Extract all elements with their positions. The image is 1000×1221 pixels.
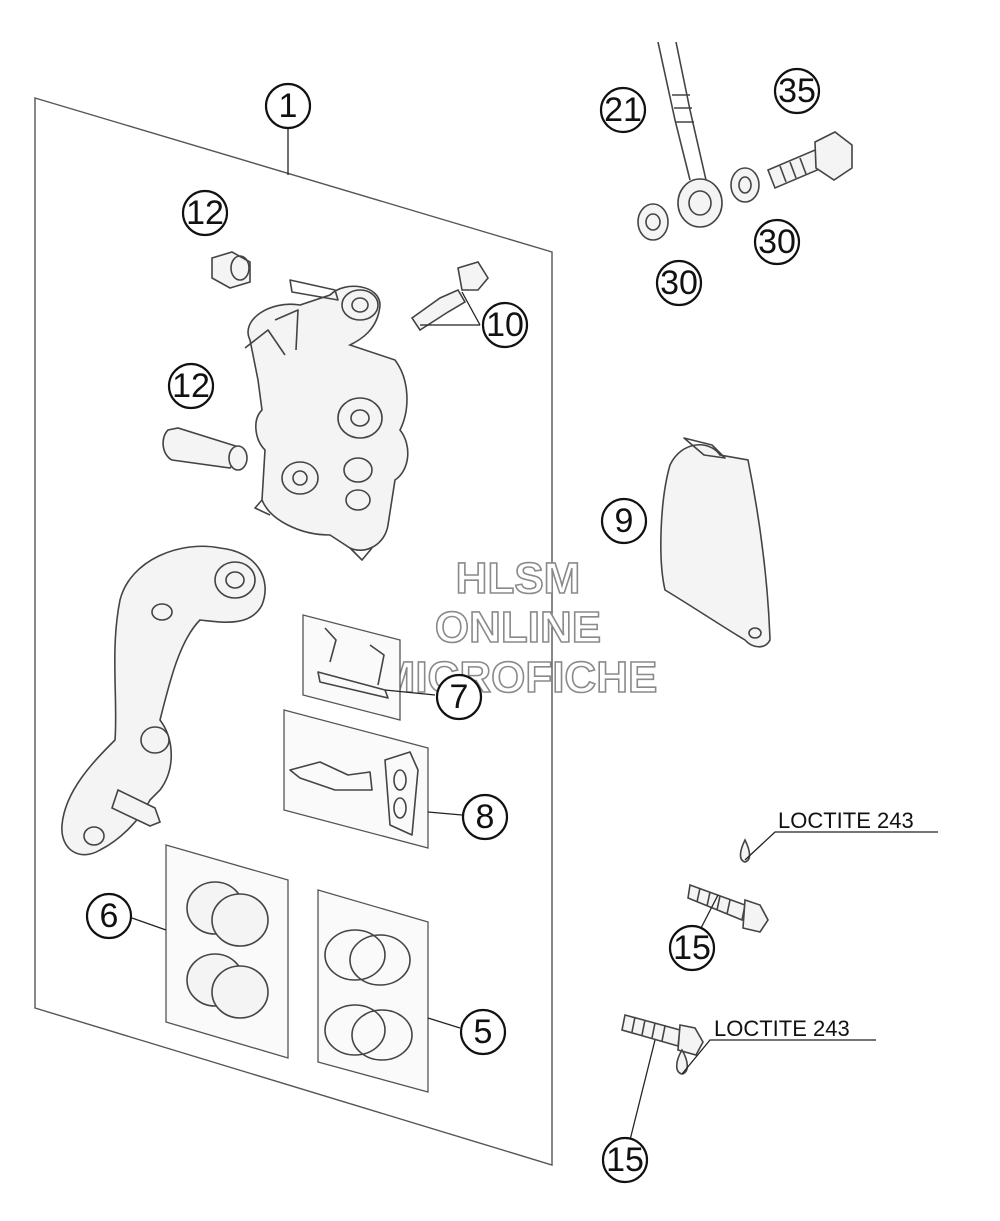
callout-30-right[interactable]: 30 xyxy=(753,218,801,266)
washer-part-right xyxy=(730,167,760,203)
callout-10[interactable]: 10 xyxy=(481,301,529,349)
assembly-outline xyxy=(34,97,553,1166)
callout-15-upper[interactable]: 15 xyxy=(668,924,716,972)
callout-12-lower[interactable]: 12 xyxy=(167,362,215,410)
callout-6[interactable]: 6 xyxy=(85,892,133,940)
brake-hose-part xyxy=(657,41,723,228)
callout-21-label: 21 xyxy=(604,91,642,129)
watermark: HLSM ONLINE MICROFICHE xyxy=(378,553,658,703)
watermark-line-2: ONLINE xyxy=(435,603,601,652)
callout-21[interactable]: 21 xyxy=(599,86,647,134)
callout-30-right-label: 30 xyxy=(758,223,796,261)
callout-1-label: 1 xyxy=(279,87,298,125)
callout-5-label: 5 xyxy=(474,1013,493,1051)
callout-12-upper-label: 12 xyxy=(186,194,224,232)
callout-30-left[interactable]: 30 xyxy=(655,259,703,307)
leader-lines xyxy=(131,128,938,1141)
pin-kit-box xyxy=(302,614,401,721)
callout-12-upper[interactable]: 12 xyxy=(181,189,229,237)
brake-caliper xyxy=(244,279,409,561)
callout-15-lower-label: 15 xyxy=(606,1141,644,1179)
callout-35-label: 35 xyxy=(778,72,816,110)
callout-30-left-label: 30 xyxy=(660,264,698,302)
screw-part-lower xyxy=(621,1014,704,1075)
callout-1[interactable]: 1 xyxy=(264,82,312,130)
callout-8[interactable]: 8 xyxy=(461,793,509,841)
callout-5[interactable]: 5 xyxy=(459,1008,507,1056)
piston-kit-box xyxy=(165,844,289,1059)
callout-6-label: 6 xyxy=(100,897,119,935)
callout-15-upper-label: 15 xyxy=(673,929,711,967)
loctite-label-lower: LOCTITE 243 xyxy=(714,1016,850,1041)
watermark-line-3: MICROFICHE xyxy=(379,653,658,702)
callout-10-label: 10 xyxy=(486,306,524,344)
caliper-bracket xyxy=(61,545,266,856)
guide-bushing-part xyxy=(211,251,251,289)
callout-9[interactable]: 9 xyxy=(600,497,648,545)
loctite-label-upper: LOCTITE 243 xyxy=(778,808,914,833)
brake-pad-part xyxy=(660,437,771,648)
screw-part-upper xyxy=(687,838,769,933)
callout-35[interactable]: 35 xyxy=(773,67,821,115)
callout-7-label: 7 xyxy=(450,678,469,716)
callout-8-label: 8 xyxy=(476,798,495,836)
loctite-note-upper: LOCTITE 243 xyxy=(778,808,914,833)
loctite-note-lower: LOCTITE 243 xyxy=(714,1016,850,1041)
callout-9-label: 9 xyxy=(615,502,634,540)
guide-pin-part xyxy=(162,427,248,471)
banjo-bolt-part xyxy=(766,131,853,190)
bleeder-valve-part xyxy=(410,261,489,332)
callout-12-lower-label: 12 xyxy=(172,367,210,405)
callout-15-lower[interactable]: 15 xyxy=(601,1136,649,1184)
callout-7[interactable]: 7 xyxy=(435,673,483,721)
watermark-line-1: HLSM xyxy=(456,554,581,603)
seal-kit-box xyxy=(317,889,429,1093)
washer-part-left xyxy=(637,203,669,241)
spring-kit-box xyxy=(283,709,429,849)
